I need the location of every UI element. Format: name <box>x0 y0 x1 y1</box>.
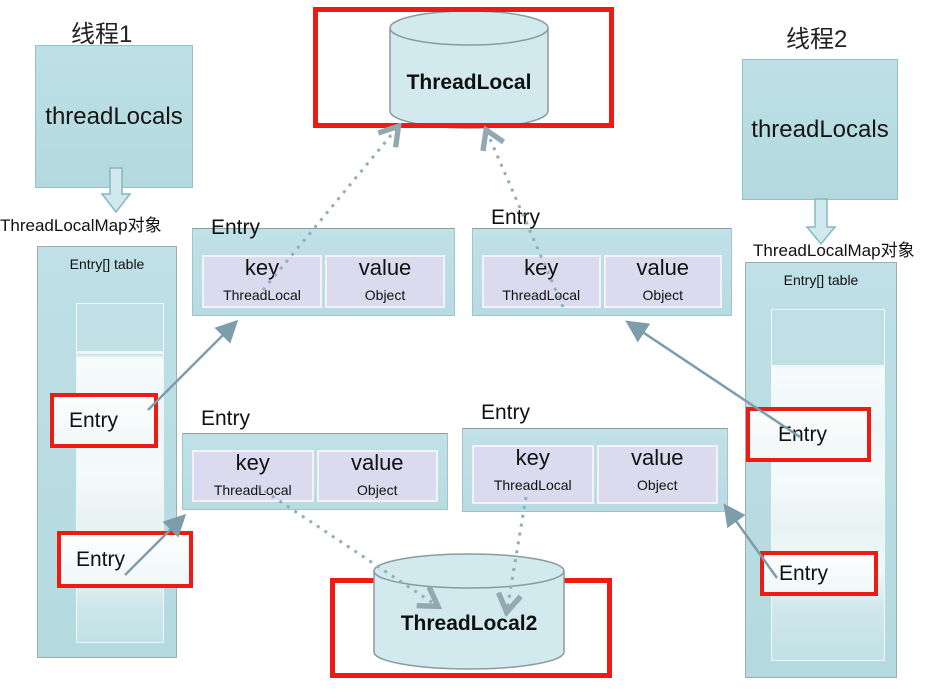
threadlocal2-cylinder-label: ThreadLocal2 <box>400 612 538 635</box>
key-value: ThreadLocal <box>223 287 301 303</box>
entry-record-1: Entry key ThreadLocal value Object <box>192 216 455 316</box>
entry-record-3-value-cell: value Object <box>316 450 438 502</box>
thread1-map-label: ThreadLocalMap对象 <box>0 216 162 235</box>
left-entry-slot-2: Entry <box>57 531 193 588</box>
value-header: value <box>358 255 412 280</box>
key-value: ThreadLocal <box>493 477 572 493</box>
left-entry-slot-2-label: Entry <box>76 547 126 571</box>
thread1-threadlocals-box: threadLocals <box>35 45 193 188</box>
entry-record-2-key-cell: key ThreadLocal <box>482 255 601 308</box>
value-header: value <box>636 255 690 280</box>
right-entry-array-header: Entry[] table <box>783 272 859 288</box>
key-value: ThreadLocal <box>502 287 581 303</box>
key-header: key <box>515 445 550 470</box>
entry-record-1-title: Entry <box>211 216 261 239</box>
thread2-threadlocals-box: threadLocals <box>742 59 898 200</box>
left-entry-slot-1: Entry <box>50 393 158 448</box>
threadlocal-highlight-frame <box>313 7 614 128</box>
left-empty-slot <box>77 304 163 354</box>
value-value: Object <box>637 477 678 493</box>
entry-record-4-value-cell: value Object <box>596 445 718 504</box>
entry-record-2: Entry key ThreadLocal value Object <box>472 206 732 316</box>
entry-record-3: Entry key ThreadLocal value Object <box>182 407 448 510</box>
thread2-map-label: ThreadLocalMap对象 <box>753 241 915 260</box>
entry-record-4: Entry key ThreadLocal value Object <box>462 401 728 512</box>
entry-record-4-title: Entry <box>481 401 531 424</box>
right-entry-slot-2: Entry <box>760 551 878 596</box>
thread2-title: 线程2 <box>786 26 848 53</box>
entry-record-4-key-cell: key ThreadLocal <box>472 445 594 504</box>
entry-record-2-title: Entry <box>491 206 541 229</box>
key-header: key <box>235 450 270 475</box>
right-entry-slot-1: Entry <box>746 407 871 462</box>
left-entry-array-header: Entry[] table <box>69 256 145 272</box>
entry-record-3-key-cell: key ThreadLocal <box>192 450 314 502</box>
thread1-threadlocals-label: threadLocals <box>45 102 183 130</box>
value-value: Object <box>642 287 683 303</box>
threadlocal-cylinder-label: ThreadLocal <box>406 71 532 94</box>
key-value: ThreadLocal <box>213 482 292 498</box>
key-header: key <box>524 255 559 280</box>
entry-record-1-value-cell: value Object <box>325 255 445 308</box>
entry-record-2-value-cell: value Object <box>603 255 722 308</box>
left-entry-slot-1-label: Entry <box>69 408 119 432</box>
left-entry-array-table: Entry[] table <box>37 246 177 658</box>
left-entry-array-cells <box>76 303 164 643</box>
right-entry-array-cells <box>771 309 885 661</box>
right-entry-slot-2-label: Entry <box>779 561 829 585</box>
right-empty-slot <box>772 310 884 368</box>
value-value: Object <box>364 287 406 303</box>
right-entry-slot-1-label: Entry <box>778 422 828 446</box>
thread2-threadlocals-label: threadLocals <box>751 115 889 143</box>
value-header: value <box>630 445 684 470</box>
entry-record-3-title: Entry <box>201 407 251 430</box>
right-entry-array-table: Entry[] table <box>745 262 897 678</box>
key-header: key <box>244 255 280 280</box>
value-header: value <box>350 450 404 475</box>
entry-record-1-key-cell: key ThreadLocal <box>202 255 322 308</box>
thread1-title: 线程1 <box>71 21 133 48</box>
value-value: Object <box>357 482 398 498</box>
